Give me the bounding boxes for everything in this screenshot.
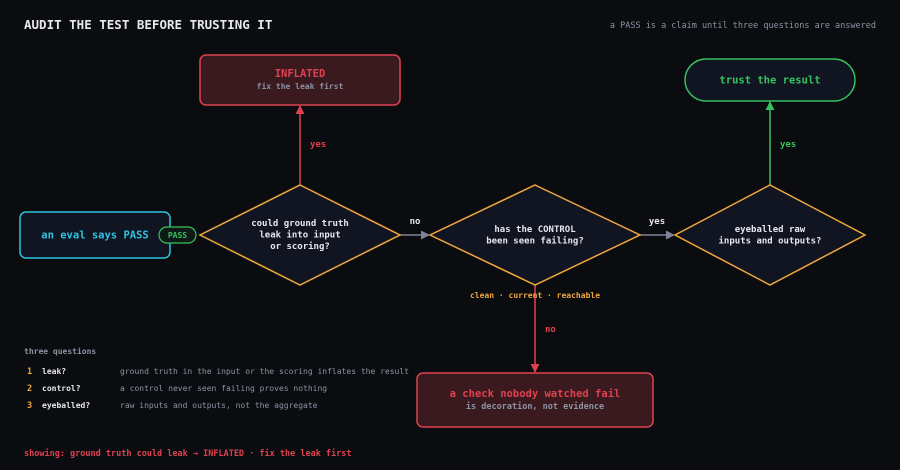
nobody-watched-title: a check nobody watched fail [450,388,621,400]
trust-outcome[interactable]: trust the result [684,58,856,102]
legend-item-desc: ground truth in the input or the scoring… [120,367,409,376]
question-1-line-1: could ground truth [251,219,349,229]
question-2-line-2: been seen failing? [486,236,584,247]
inflated-outcome[interactable]: INFLATED fix the leak first [199,54,401,106]
question-2-line-1: has the CONTROL [494,225,576,235]
question-3-line-1: eyeballed raw [735,225,806,235]
legend-item-desc: raw inputs and outputs, not the aggregat… [120,401,318,410]
legend: three questions 1 leak? ground truth in … [24,346,409,411]
legend-item-num: 2 [27,384,32,394]
nobody-watched-outcome[interactable]: a check nobody watched fail is decoratio… [416,372,654,428]
pass-badge: PASS [158,226,197,244]
legend-item-key: eyeballed? [42,401,90,410]
legend-item-key: control? [42,384,81,393]
edge-q1-no-label: no [410,217,421,227]
legend-item-num: 1 [27,367,32,377]
legend-item-key: leak? [42,367,66,376]
question-2-control[interactable]: has the CONTROL been seen failing? [428,184,642,286]
question-3-line-2: inputs and outputs? [719,236,822,247]
status-line: showing: ground truth could leak → INFLA… [24,448,352,459]
question-1-line-2: leak into input [259,230,340,241]
inflated-title: INFLATED [275,68,326,80]
legend-item-num: 3 [27,401,32,411]
trust-label: trust the result [719,75,820,87]
question-2-note: clean · current · reachable [470,291,600,300]
pass-badge-label: PASS [168,231,187,240]
edge-q2-yes-label: yes [649,217,665,227]
legend-heading: three questions [24,346,96,356]
edge-q3-yes-label: yes [780,140,796,150]
question-1-leak[interactable]: could ground truth leak into input or sc… [198,184,402,286]
question-1-line-3: or scoring? [270,241,330,252]
start-node[interactable]: an eval says PASS [19,211,171,259]
page-subtitle: a PASS is a claim until three questions … [610,21,876,31]
page-title: AUDIT THE TEST BEFORE TRUSTING IT [24,17,272,32]
question-3-eyeballed[interactable]: eyeballed raw inputs and outputs? [673,184,867,286]
inflated-subtitle: fix the leak first [257,81,344,91]
edge-q1-yes-label: yes [310,140,326,150]
edge-q2-no-label: no [545,325,556,335]
legend-item-desc: a control never seen failing proves noth… [120,384,327,393]
nobody-watched-subtitle: is decoration, not evidence [466,401,604,412]
start-node-label: an eval says PASS [41,230,148,242]
